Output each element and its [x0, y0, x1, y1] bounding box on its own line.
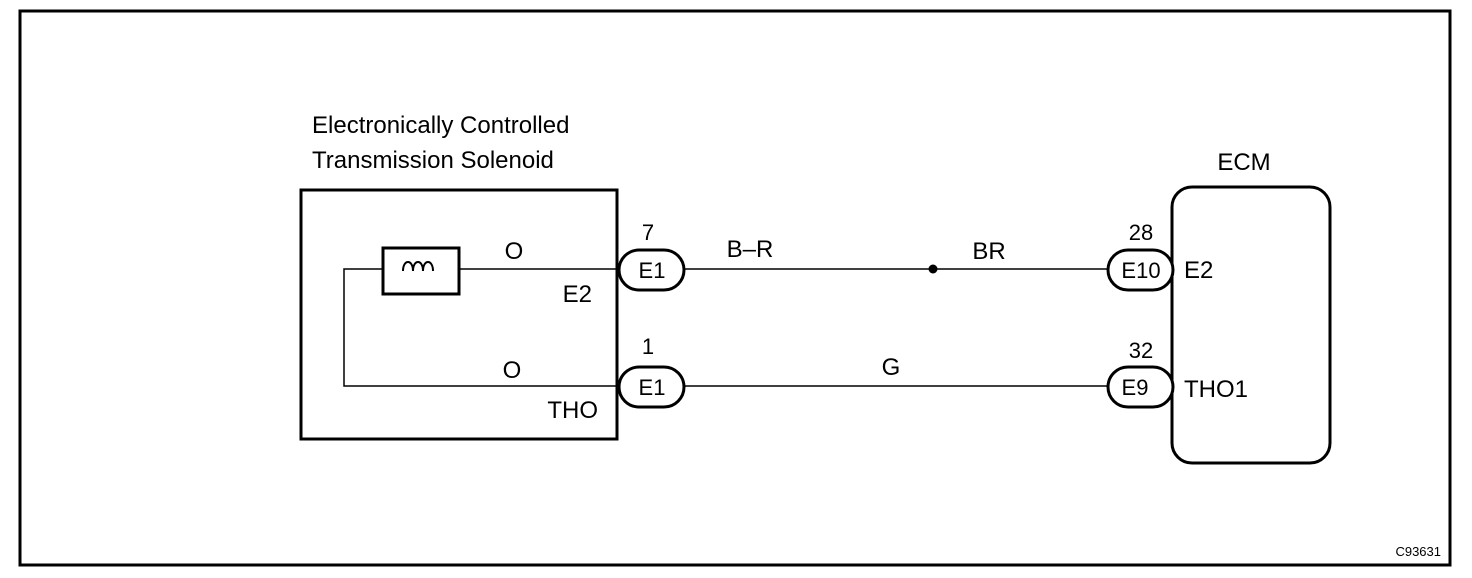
pin-1: 1: [642, 334, 654, 359]
wire-color-top: O: [505, 238, 524, 265]
ecm-terminal-tho1: THO1: [1184, 376, 1248, 403]
diagram-frame: [18, 9, 1452, 567]
wire-color-bottom: O: [503, 357, 522, 384]
internal-wire-return: [343, 268, 620, 387]
ecm-terminal-e2: E2: [1184, 257, 1213, 284]
component-title-line1: Electronically Controlled: [312, 112, 569, 139]
wire-color-b-r: B–R: [727, 236, 774, 263]
coil-icon: [381, 246, 461, 296]
splice-point: [928, 264, 938, 274]
figure-code: C93631: [1395, 544, 1441, 559]
connector-e1-bottom-label: E1: [639, 375, 666, 400]
connector-e10: [1106, 248, 1175, 292]
wire-color-br: BR: [972, 238, 1005, 265]
pin-7: 7: [642, 220, 654, 245]
ecm-title: ECM: [1217, 149, 1270, 176]
pin-32: 32: [1129, 338, 1153, 363]
connector-e1-top: [617, 248, 686, 292]
pin-28: 28: [1129, 220, 1153, 245]
ecm-box: [1170, 185, 1332, 465]
solenoid-box: [299, 188, 619, 441]
connector-e10-label: E10: [1121, 258, 1160, 283]
connector-e9: [1106, 365, 1175, 409]
terminal-e2: E2: [563, 281, 592, 308]
connector-e1-top-label: E1: [639, 258, 666, 283]
connector-e9-label: E9: [1122, 375, 1149, 400]
coil-winding-icon: [402, 261, 434, 272]
terminal-tho: THO: [547, 397, 598, 424]
wire-color-g: G: [882, 354, 901, 381]
connector-e1-bottom: [617, 365, 686, 409]
component-title-line2: Transmission Solenoid: [312, 147, 554, 174]
